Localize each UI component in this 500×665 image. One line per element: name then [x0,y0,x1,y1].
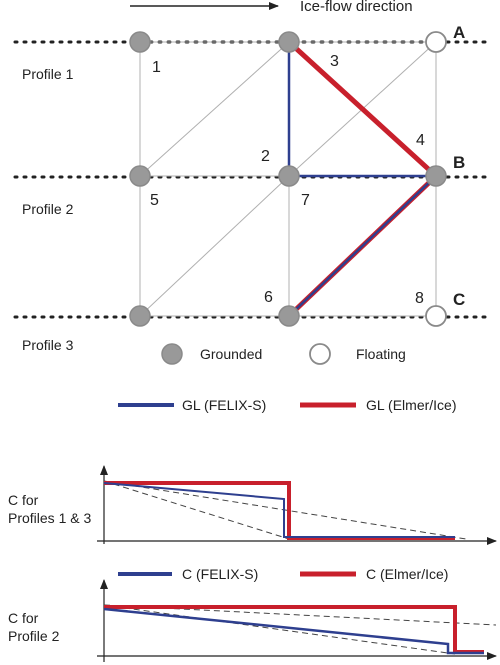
bottom-plot-ylabel-line2: Profile 2 [8,628,60,644]
node-1 [129,31,151,53]
node-label-4: 4 [416,132,425,149]
top-plot-dashed-lower [103,480,290,540]
legend-grounded-icon [161,343,183,365]
node-3 [278,31,300,53]
node-label-8: 8 [415,290,424,307]
node-label-6: 6 [264,289,273,306]
profile-2-label: Profile 2 [22,201,74,217]
node-2 [278,165,300,187]
bottom-plot-dashed-lower [103,604,456,655]
gl-elmer-line [287,40,440,318]
bottom-legend-elmer-label: C (Elmer/Ice) [366,566,448,582]
profile-3-label: Profile 3 [22,337,74,353]
gl-felix-line [287,42,440,317]
row-letter-c: C [453,290,465,309]
top-plot-c-elmer [104,481,455,540]
bottom-legend-felix-label: C (FELIX-S) [182,566,258,582]
legend-floating-icon [309,343,331,365]
node-4 [425,165,447,187]
legend-felix-label: GL (FELIX-S) [182,397,266,413]
nodes [129,31,447,327]
legend-elmer-label: GL (Elmer/Ice) [366,397,457,413]
legend-floating-label: Floating [356,346,406,362]
node-label-3: 3 [330,53,339,70]
node-c-left [129,305,151,327]
node-5 [129,165,151,187]
node-6 [278,305,300,327]
legend-grounded-label: Grounded [200,346,262,362]
node-a [425,31,447,53]
node-8 [425,305,447,327]
top-plot-ylabel-line1: C for [8,492,39,508]
top-plot-ylabel-line2: Profiles 1 & 3 [8,510,91,526]
row-letter-a: A [453,23,465,42]
bottom-plot-ylabel-line1: C for [8,610,39,626]
plot-profile-2: C (FELIX-S) C (Elmer/Ice) C for Profile … [8,566,497,662]
flow-label: Ice-flow direction [300,0,413,15]
plot-profiles-1-3: C for Profiles 1 & 3 [8,465,497,545]
node-label-1: 1 [152,59,161,76]
bottom-plot-c-felix [103,607,484,655]
row-letter-b: B [453,153,465,172]
profile-1-label: Profile 1 [22,66,74,82]
node-label-5: 5 [150,192,159,209]
node-label-2: 2 [261,148,270,165]
top-plot-c-felix [103,482,455,538]
node-label-7: 7 [301,192,310,209]
